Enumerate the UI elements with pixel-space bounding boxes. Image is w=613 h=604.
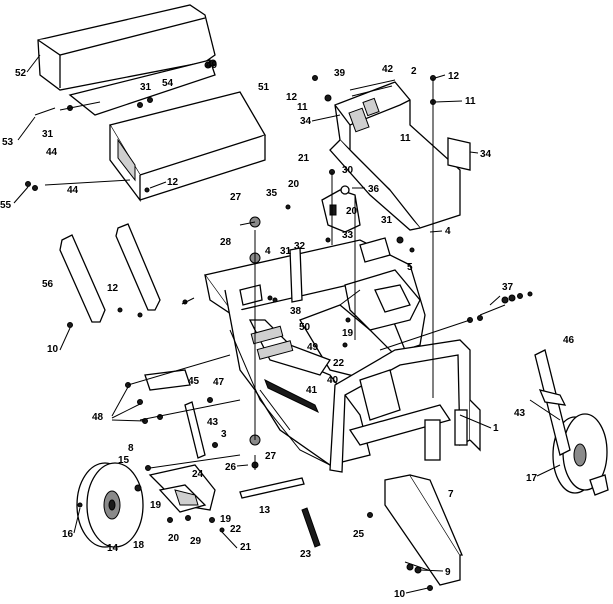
callout-54: 54 <box>162 78 174 89</box>
callout-27: 27 <box>230 192 242 203</box>
callout-12: 12 <box>448 71 460 82</box>
leader-lines <box>44 78 561 469</box>
callout-46: 46 <box>563 335 575 346</box>
callout-22: 22 <box>333 358 345 369</box>
callout-52: 52 <box>15 68 27 79</box>
callout-13: 13 <box>259 505 271 516</box>
callout-18: 18 <box>133 540 145 551</box>
callout-1: 1 <box>493 423 499 434</box>
link-43 <box>184 401 206 459</box>
callout-15: 15 <box>118 455 130 466</box>
callout-5: 5 <box>407 262 413 273</box>
callout-14: 14 <box>107 543 119 554</box>
callout-19: 19 <box>342 328 354 339</box>
callout-31: 31 <box>42 129 54 140</box>
callout-4: 4 <box>445 226 451 237</box>
callout-21: 21 <box>240 542 252 553</box>
tray-assembly <box>108 91 266 202</box>
callout-40: 40 <box>327 375 339 386</box>
callout-7: 7 <box>448 489 454 500</box>
decal <box>447 137 471 171</box>
callout-2: 2 <box>411 66 417 77</box>
side-plates <box>59 223 161 323</box>
callout-44: 44 <box>67 185 79 196</box>
callout-30: 30 <box>342 165 354 176</box>
callout-31: 31 <box>381 215 393 226</box>
callout-16: 16 <box>62 529 74 540</box>
callout-37: 37 <box>502 282 514 293</box>
callout-49: 49 <box>206 60 218 71</box>
callout-22: 22 <box>230 524 242 535</box>
callout-38: 38 <box>290 306 302 317</box>
callout-11: 11 <box>400 133 411 144</box>
callout-19: 19 <box>150 500 162 511</box>
callout-55: 55 <box>0 200 12 211</box>
callout-45: 45 <box>188 376 200 387</box>
callout-8: 8 <box>128 443 134 454</box>
callout-4: 4 <box>265 246 271 257</box>
callout-20: 20 <box>168 533 180 544</box>
callout-19: 19 <box>220 514 232 525</box>
callout-35: 35 <box>266 188 278 199</box>
hopper-cover <box>37 4 216 116</box>
callout-51: 51 <box>258 82 270 93</box>
callout-43: 43 <box>207 417 219 428</box>
callout-33: 33 <box>342 230 354 241</box>
callout-labels: 52 49 31 54 51 53 31 44 44 55 12 39 42 2… <box>0 60 575 600</box>
callout-24: 24 <box>192 469 204 480</box>
drive-chain <box>301 507 321 548</box>
callout-32: 32 <box>294 241 306 252</box>
wheel-right <box>534 349 609 496</box>
callout-27: 27 <box>265 451 277 462</box>
callout-47: 47 <box>213 377 225 388</box>
wheel-left <box>76 462 144 548</box>
callout-50: 50 <box>299 322 311 333</box>
callout-41: 41 <box>306 385 318 396</box>
callout-28: 28 <box>220 237 232 248</box>
callout-25: 25 <box>353 529 365 540</box>
callout-21: 21 <box>298 153 310 164</box>
callout-20: 20 <box>288 179 300 190</box>
callout-23: 23 <box>300 549 312 560</box>
callout-26: 26 <box>225 462 237 473</box>
callout-36: 36 <box>368 184 380 195</box>
callout-10: 10 <box>47 344 59 355</box>
callout-leaders <box>13 54 561 594</box>
callout-29: 29 <box>190 536 202 547</box>
axle-linkage <box>148 464 216 513</box>
callout-9: 9 <box>445 567 451 578</box>
callout-53: 53 <box>2 137 14 148</box>
callout-56: 56 <box>42 279 54 290</box>
callout-43: 43 <box>514 408 526 419</box>
callout-31: 31 <box>140 82 152 93</box>
callout-34: 34 <box>300 116 312 127</box>
callout-42: 42 <box>382 64 394 75</box>
callout-12: 12 <box>167 177 179 188</box>
callout-44: 44 <box>46 147 58 158</box>
callout-12: 12 <box>286 92 298 103</box>
callout-34: 34 <box>480 149 492 160</box>
axle-shaft <box>239 477 305 499</box>
callout-48: 48 <box>92 412 104 423</box>
callout-11: 11 <box>465 96 476 107</box>
callout-39: 39 <box>334 68 346 79</box>
callout-49: 49 <box>307 342 319 353</box>
bolts <box>34 107 506 571</box>
engine-shroud <box>329 79 461 231</box>
callout-20: 20 <box>346 206 358 217</box>
callout-31: 31 <box>280 246 292 257</box>
handle <box>329 339 481 473</box>
callout-12: 12 <box>107 283 119 294</box>
callout-11: 11 <box>297 102 308 113</box>
callout-10: 10 <box>394 589 406 600</box>
shield <box>384 474 463 586</box>
callout-3: 3 <box>221 429 227 440</box>
callout-17: 17 <box>526 473 538 484</box>
